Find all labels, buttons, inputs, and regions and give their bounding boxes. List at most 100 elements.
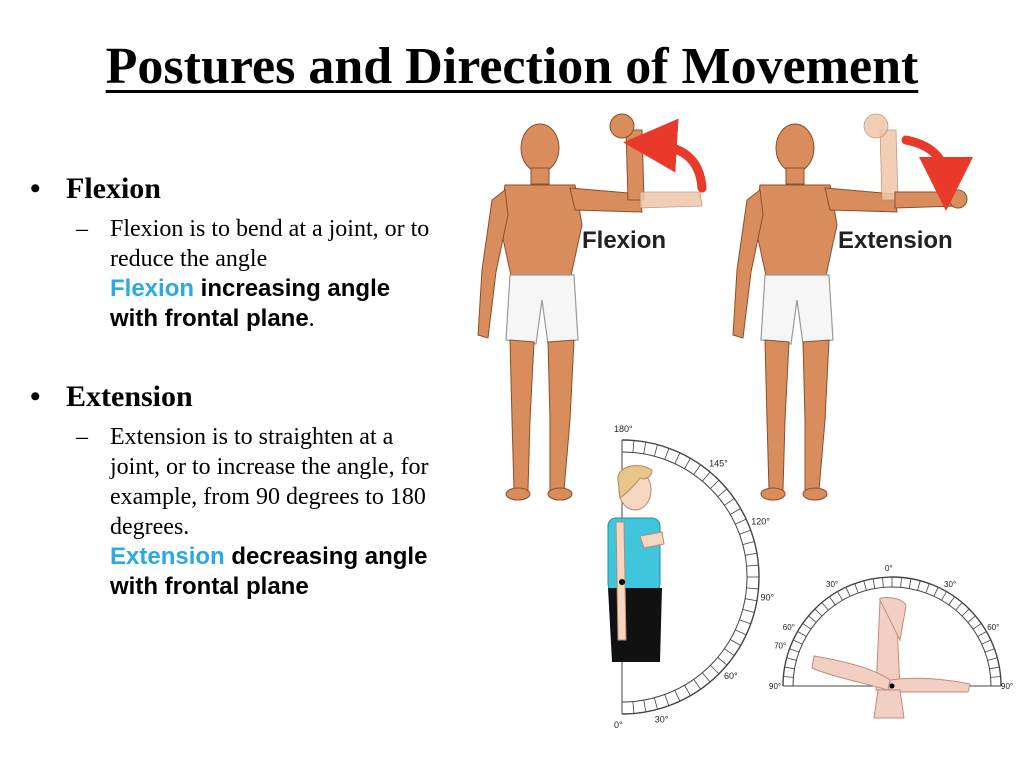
arc-tick <box>632 701 635 714</box>
arc-labels: 180°145°120°90°60°30°0° <box>614 424 775 730</box>
fan-tick <box>784 666 795 670</box>
arc-label: 0° <box>614 720 623 730</box>
fan-tick <box>821 602 829 611</box>
arc-label: 120° <box>751 517 770 527</box>
arc-tick <box>684 458 691 469</box>
wrist-range-diagram: 0°30°30°60°60°70°90°90° <box>769 564 1013 719</box>
fan-tick <box>900 577 902 588</box>
fan-tick <box>789 648 800 653</box>
fan-tick <box>837 591 843 601</box>
torso-shape <box>499 184 583 281</box>
bullet-extension: • Extension <box>30 380 440 414</box>
hand-right <box>889 677 971 693</box>
arc-tick <box>702 672 711 683</box>
fan-label: 30° <box>944 580 956 589</box>
woman-pants <box>608 588 662 662</box>
fan-tick <box>987 657 998 661</box>
arc-tick <box>746 587 759 590</box>
fan-tick <box>955 602 963 611</box>
fan-tick <box>981 639 991 645</box>
flexion-definition: Flexion is to bend at a joint, or to red… <box>110 216 430 272</box>
woman-hair <box>617 465 653 499</box>
fan-tick <box>793 639 803 645</box>
wrist-shape <box>873 689 905 719</box>
arc-label: 90° <box>761 593 775 603</box>
arc-tick <box>742 608 755 613</box>
fan-label: 60° <box>987 623 999 632</box>
bullet-flexion: • Flexion <box>30 172 440 206</box>
arc-tick <box>717 488 728 497</box>
fan-tick <box>984 648 995 653</box>
fan-labels: 0°30°30°60°60°70°90°90° <box>769 564 1013 691</box>
fan-tick <box>797 631 807 637</box>
arc-label: 60° <box>724 671 738 681</box>
fan-tick <box>925 583 930 594</box>
flexion-figure: Flexion <box>477 113 707 501</box>
arc-tick <box>735 518 747 525</box>
fan-label: 90° <box>1001 682 1013 691</box>
arc-tick <box>643 700 647 712</box>
arc-tick <box>643 442 647 454</box>
bullet-dot: • <box>30 172 41 205</box>
arc-tick <box>684 685 691 696</box>
arc-tick <box>664 448 670 460</box>
arc-tick <box>702 471 711 482</box>
arc-tick <box>745 552 757 556</box>
fan-tick <box>786 657 797 661</box>
arc-tick <box>653 697 658 710</box>
arc-label: 30° <box>655 714 669 724</box>
fan-tick <box>933 587 939 597</box>
fan-tick <box>961 608 970 617</box>
fan-tick <box>845 587 851 597</box>
fan-tick <box>854 583 859 594</box>
fan-label: 90° <box>769 682 781 691</box>
slide-title: Postures and Direction of Movement <box>105 38 919 95</box>
shorts-shape <box>505 274 579 345</box>
fan-tick <box>808 615 817 623</box>
flexion-bold-text: increasing angle with frontal plane <box>110 275 391 332</box>
arc-tick <box>724 498 735 506</box>
fan-tick <box>948 596 955 606</box>
sub-dash: – <box>76 216 88 242</box>
bullet-heading: Flexion <box>66 172 161 205</box>
flexion-label: Flexion <box>582 227 666 254</box>
arc-tick <box>742 541 755 546</box>
fan-tick <box>814 608 823 617</box>
fan-tick <box>917 580 921 591</box>
sub-dash: – <box>76 424 88 450</box>
fan-tick <box>829 596 836 606</box>
arc-tick <box>674 452 681 464</box>
fan-tick <box>882 577 884 588</box>
arc-tick <box>710 479 720 489</box>
arc-tick <box>739 529 751 535</box>
bullet-heading: Extension <box>66 380 193 413</box>
arc-tick <box>664 694 670 706</box>
arc-tick <box>710 665 720 675</box>
arc-tick <box>653 444 658 457</box>
arc-ticks <box>621 440 759 714</box>
sub-item-flexion: – Flexion is to bend at a joint, or to r… <box>76 214 440 334</box>
bullet-dot: • <box>30 380 41 413</box>
extension-arrow-icon <box>901 135 973 211</box>
fan-ticks <box>783 577 1001 687</box>
arc-tick <box>746 564 759 567</box>
fan-tick <box>989 666 1000 670</box>
fan-tick <box>967 615 976 623</box>
arc-tick <box>632 440 635 453</box>
fan-tick <box>783 676 794 678</box>
arc-tick <box>693 464 701 475</box>
fan-tick <box>802 623 812 630</box>
fan-tick <box>972 623 982 630</box>
flexion-highlight: Flexion <box>110 275 195 302</box>
fan-label: 0° <box>885 564 893 573</box>
fan-label: 30° <box>826 580 838 589</box>
flexion-arrow-icon <box>623 118 707 193</box>
extension-highlight: Extension <box>110 543 225 570</box>
arc-tick <box>717 657 728 666</box>
arc-tick <box>724 648 735 656</box>
arc-label: 180° <box>614 424 633 434</box>
arc-tick <box>739 619 751 625</box>
fan-tick <box>990 676 1001 678</box>
fan-label: 60° <box>783 623 795 632</box>
